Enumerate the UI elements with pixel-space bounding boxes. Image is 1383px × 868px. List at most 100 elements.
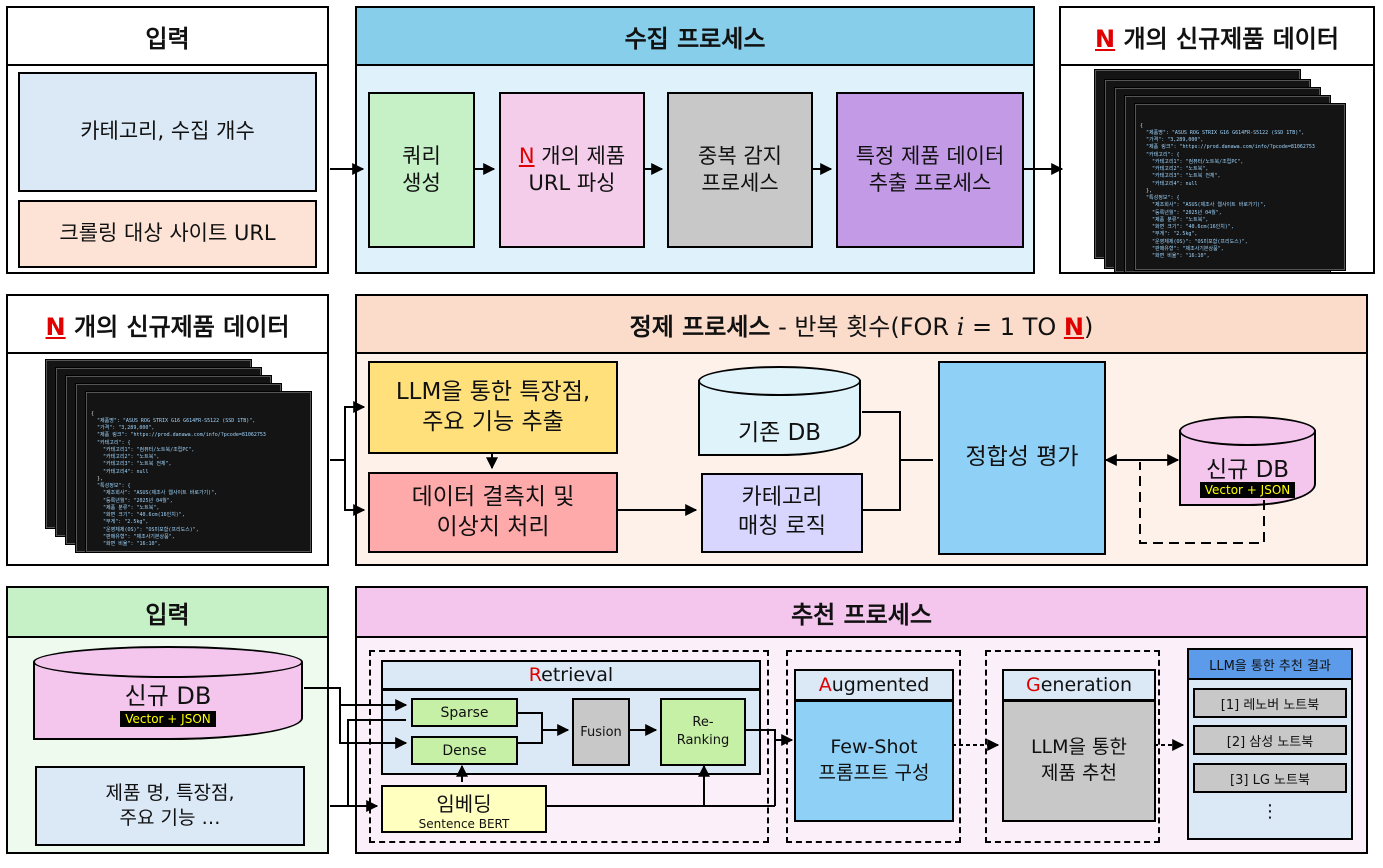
data-panel-2: N 개의 신규제품 데이터 { "제품명": "ASUS ROG STRIX G… [6,294,329,566]
arrow-to-fusion [516,724,570,744]
json-code-line: "카테고리2": "노트북", [1140,166,1209,172]
aug-first: A [818,674,832,696]
json-code-line: "특성정보": { [91,483,131,489]
embedding-sub: Sentence BERT [418,816,510,831]
sparse-box: Sparse [411,698,518,727]
json-code-line: "화면 비율": "16:10", [91,541,161,547]
result-item-1: [1] 레노버 노트북 [1193,688,1347,718]
new-db-2-top [1179,416,1316,446]
generation-box: LLM을 통한 제품 추천 [1002,700,1156,822]
json-code-line: "화면 크기": "40.6cm(16인치)", [91,512,185,518]
augmented-group [786,650,961,843]
input-panel-1-header: 입력 [8,8,327,66]
json-code-line: "제품명": "ASUS ROG STRIX G16 G614FR-S5122 … [91,417,256,424]
line-sparse-fusion [516,712,543,730]
json-card2-front: { "제품명": "ASUS ROG STRIX G16 G614FR-S512… [86,392,311,552]
result-item-3: [3] LG 노트북 [1193,763,1347,793]
rerank-box: Re- Ranking [660,698,746,766]
generation-group [985,650,1160,843]
json-card-text: { "제품명": "ASUS ROG STRIX G16 G614FR-S512… [1140,123,1340,261]
json-card2-text: { "제품명": "ASUS ROG STRIX G16 G614FR-S512… [91,411,306,549]
json-code-line: "카테고리1": "컴퓨터/노트북/조립PC", [91,446,195,453]
json-code-line: }, [91,475,104,482]
line-query-to-retrieval [330,719,406,807]
data-panel-2-n: N [45,312,66,341]
json-code-line: "화면 크기": "40.6cm(16인치)", [1140,224,1234,230]
json-code-line: "제조회사": "ASUS(제조사 웹사이트 바로가기)", [91,490,218,497]
json-code-line: "카테고리": { [1140,151,1180,158]
dense-box: Dense [411,736,518,765]
output-data-n: N [1095,24,1116,53]
json-code-line: "판매유형": "제조사기본상품", [1140,245,1224,252]
json-code-line: "운영체제(OS)": "OS미포함(프리도스)", [1140,238,1248,245]
refine-panel: 정제 프로세스 - 반복 횟수(FOR i = 1 TO N) LLM을 통한 … [355,294,1368,566]
collect-panel-header: 수집 프로세스 [357,8,1033,66]
url-parse-step: N 개의 제품 URL 파싱 [499,92,645,248]
json-code-line: "제조회사": "ASUS(제조사 웹사이트 바로가기)", [1140,202,1267,209]
arrow-data-to-missing [344,460,366,516]
json-card-front: { "제품명": "ASUS ROG STRIX G16 G614FR-S512… [1135,104,1345,270]
query-gen-step: 쿼리 생성 [368,92,475,248]
json-code-line: "제품 링크": "https://prod.danawa.com/info/?… [1140,144,1315,151]
output-data-panel: N 개의 신규제품 데이터 { "제품명": "ASUS ROG STRIX G… [1059,6,1375,274]
json-code-line: "카테고리4": null [1140,180,1198,187]
json-code-line: "운영체제(OS)": "OS미포함(프리도스)", [91,526,199,533]
json-code-line: "카테고리3": "노트북 전체", [1140,173,1221,180]
json-code-line: "카테고리3": "노트북 전체", [91,461,172,468]
json-code-line: "판매유형": "제조사기본상품", [91,533,175,540]
line-existingdb-to-consistency [862,411,933,461]
gen-first: G [1025,674,1041,696]
existing-db-cylinder: 기존 DB [698,366,861,456]
arrow-db-to-sparse [304,687,408,711]
existing-db-top [698,366,861,396]
new-db-2-tag: Vector + JSON [1199,482,1296,498]
json-code-line: }, [1140,187,1153,194]
query-text-box: 제품 명, 특장점, 주요 기능 … [35,766,305,846]
recommend-panel: 추천 프로세스 Retrieval Sparse Dense Fusion Re… [355,586,1368,854]
refine-sub-mid: = 1 TO [964,312,1064,341]
result-header: LLM을 통한 추천 결과 [1187,648,1353,680]
input-panel-1: 입력 카테고리, 수집 개수 크롤링 대상 사이트 URL [6,6,329,274]
arrow-db-to-dense [339,705,408,749]
data-panel-2-header: N 개의 신규제품 데이터 [8,296,327,354]
url-parse-label: 개의 제품 URL 파싱 [528,143,626,195]
json-code-line: "무게": "2.5kg", [1140,231,1198,238]
json-code-line: "가격": "3,289,000", [1140,137,1204,143]
augmented-header: Augmented [794,669,954,701]
json-code-line: "카테고리4": null [91,468,149,475]
output-data-label: 개의 신규제품 데이터 [1115,24,1339,53]
category-match-box: 카테고리 매칭 로직 [701,473,863,553]
json-code-line: "화면 비율": "16:10", [1140,253,1210,259]
new-db-cylinder-3: 신규 DB Vector + JSON [33,646,303,740]
retrieval-header: Retrieval [381,660,761,690]
json-code-line: "카테고리2": "노트북", [91,454,160,460]
json-code-line: "제품 링크": "https://prod.danawa.com/info/?… [91,432,266,439]
refine-sub-post: ) [1083,312,1094,341]
json-code-line: { [1140,122,1144,129]
new-db-3-tag: Vector + JSON [120,711,216,727]
embedding-box: 임베딩 Sentence BERT [381,785,547,833]
new-db-cylinder-2: 신규 DB Vector + JSON [1179,416,1316,506]
dashed-newdb-loop [1139,462,1265,544]
data-panel-2-label: 개의 신규제품 데이터 [65,312,290,341]
json-code-line: "카테고리1": "컴퓨터/노트북/조립PC", [1140,158,1244,165]
fusion-box: Fusion [572,698,630,766]
refine-panel-header: 정제 프로세스 - 반복 횟수(FOR i = 1 TO N) [357,296,1366,354]
dup-detect-step: 중복 감지 프로세스 [667,92,813,248]
category-count-box: 카테고리, 수집 개수 [18,72,317,192]
result-item-2: [2] 삼성 노트북 [1193,725,1347,755]
recommend-panel-header: 추천 프로세스 [357,588,1366,638]
refine-title: 정제 프로세스 [629,312,771,341]
json-code-line: { [91,410,95,417]
extract-step: 특정 제품 데이터 추출 프로세스 [836,92,1024,248]
refine-sub-pre: - 반복 횟수(FOR [770,312,957,341]
fewshot-box: Few-Shot 프롬프트 구성 [794,700,954,822]
json-code-line: "특성정보": { [1140,195,1180,201]
retrieval-group [369,650,769,843]
new-db-2-label: 신규 DB [1205,457,1290,483]
json-code-line: "제품명": "ASUS ROG STRIX G16 G614FR-S5122 … [1140,129,1305,136]
crawl-url-box: 크롤링 대상 사이트 URL [18,200,317,268]
json-code-line: "카테고리": { [91,439,131,446]
refine-i: i [956,312,965,341]
